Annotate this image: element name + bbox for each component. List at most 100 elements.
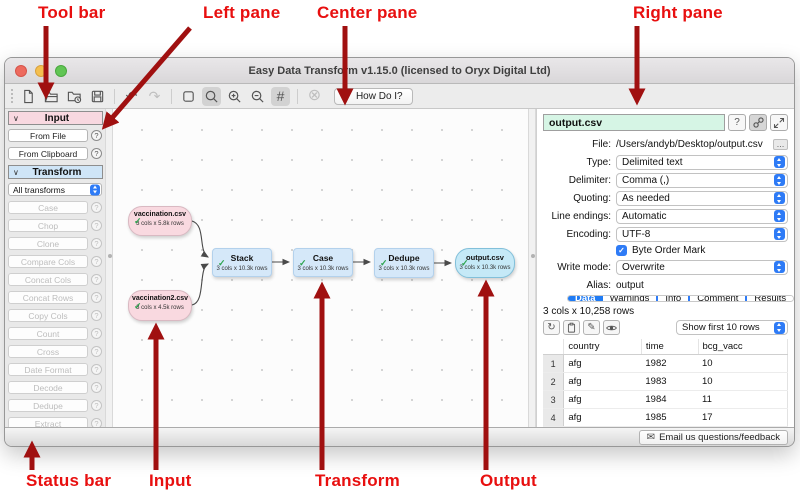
transform-button-date-format[interactable]: Date Format bbox=[8, 363, 88, 376]
column-header-time[interactable]: time bbox=[641, 339, 699, 355]
tab-warnings[interactable]: Warnings bbox=[602, 296, 657, 301]
help-icon[interactable]: ? bbox=[91, 274, 102, 285]
help-icon[interactable]: ? bbox=[91, 220, 102, 231]
left-pane-scrollbar[interactable] bbox=[105, 109, 113, 427]
transform-button-cross[interactable]: Cross bbox=[8, 345, 88, 358]
clipboard-icon[interactable] bbox=[563, 320, 580, 335]
table-row[interactable]: 3 afg 1984 11 bbox=[543, 390, 788, 409]
zoom-window-button[interactable] bbox=[55, 64, 67, 77]
column-header-country[interactable]: country bbox=[563, 339, 642, 355]
alias-value[interactable]: output bbox=[616, 279, 644, 291]
scrollbar-knob[interactable] bbox=[107, 254, 112, 258]
transform-button-concat-rows[interactable]: Concat Rows bbox=[8, 291, 88, 304]
file-label: File: bbox=[592, 138, 611, 150]
transform-filter-dropdown[interactable]: All transforms bbox=[8, 183, 102, 196]
column-header-bcg-vacc[interactable]: bcg_vacc bbox=[698, 339, 789, 355]
table-row[interactable]: 2 afg 1983 10 bbox=[543, 372, 788, 391]
transform-button-decode[interactable]: Decode bbox=[8, 381, 88, 394]
zoom-out-icon[interactable] bbox=[248, 87, 267, 106]
save-icon[interactable] bbox=[88, 87, 107, 106]
help-icon[interactable]: ? bbox=[91, 238, 102, 249]
node-input-vaccination2[interactable]: ✓ vaccination2.csv 3 cols x 4.5k rows bbox=[128, 290, 192, 321]
transform-button-compare-cols[interactable]: Compare Cols bbox=[8, 255, 88, 268]
help-icon[interactable]: ? bbox=[91, 382, 102, 393]
type-select[interactable]: Delimited text bbox=[616, 154, 788, 170]
help-icon[interactable]: ? bbox=[91, 130, 102, 141]
help-icon[interactable]: ? bbox=[91, 256, 102, 267]
show-rows-dropdown[interactable]: Show first 10 rows bbox=[676, 320, 788, 335]
result-tabs: Data Warnings Info Comment Results bbox=[567, 295, 794, 302]
tab-results[interactable]: Results bbox=[745, 296, 794, 301]
help-icon[interactable]: ? bbox=[91, 202, 102, 213]
email-feedback-button[interactable]: ✉ Email us questions/feedback bbox=[638, 429, 788, 445]
table-row[interactable]: 1 afg 1982 10 bbox=[543, 354, 788, 373]
undo-icon[interactable]: ↶ bbox=[125, 88, 138, 104]
scrollbar-knob[interactable] bbox=[530, 254, 535, 258]
help-icon[interactable]: ? bbox=[91, 292, 102, 303]
new-file-icon[interactable] bbox=[19, 87, 38, 106]
node-input-vaccination[interactable]: ✓ vaccination.csv 3 cols x 5.8k rows bbox=[128, 206, 192, 236]
open-recent-icon[interactable] bbox=[65, 87, 84, 106]
node-transform-dedupe[interactable]: ✓ Dedupe 3 cols x 10.3k rows bbox=[374, 248, 434, 278]
how-do-i-button[interactable]: ▼ How Do I? bbox=[334, 87, 413, 105]
center-pane[interactable]: ✓ vaccination.csv 3 cols x 5.8k rows ✓ v… bbox=[113, 109, 528, 427]
write-mode-select[interactable]: Overwrite bbox=[616, 259, 788, 275]
pencil-icon[interactable]: ✎ bbox=[583, 320, 600, 335]
transform-button-dedupe[interactable]: Dedupe bbox=[8, 399, 88, 412]
delimiter-select[interactable]: Comma (,) bbox=[616, 172, 788, 188]
quoting-select[interactable]: As needed bbox=[616, 190, 788, 206]
node-transform-case[interactable]: ✓ Case 3 cols x 10.3k rows bbox=[293, 248, 353, 277]
table-row[interactable]: 4 afg 1985 17 bbox=[543, 408, 788, 427]
select-tool-icon[interactable] bbox=[179, 87, 198, 106]
output-name-input[interactable]: output.csv bbox=[543, 114, 725, 131]
help-icon[interactable]: ? bbox=[91, 310, 102, 321]
line-endings-select[interactable]: Automatic bbox=[616, 208, 788, 224]
transform-button-concat-cols[interactable]: Concat Cols bbox=[8, 273, 88, 286]
node-output-csv[interactable]: ✓ output.csv 3 cols x 10.3k rows bbox=[455, 248, 515, 278]
transform-button-chop[interactable]: Chop bbox=[8, 219, 88, 232]
eye-icon[interactable] bbox=[603, 320, 620, 335]
byte-order-mark-checkbox[interactable]: ✓ bbox=[616, 245, 627, 256]
transform-section-header[interactable]: ∨ Transform bbox=[8, 165, 103, 179]
from-file-button[interactable]: From File bbox=[8, 129, 88, 142]
toolbar-drag-handle[interactable] bbox=[11, 89, 13, 103]
help-icon[interactable]: ? bbox=[728, 114, 746, 131]
help-icon[interactable]: ? bbox=[91, 400, 102, 411]
help-icon[interactable]: ? bbox=[91, 148, 102, 159]
help-icon[interactable]: ? bbox=[91, 346, 102, 357]
transform-button-extract[interactable]: Extract bbox=[8, 417, 88, 427]
encoding-label: Encoding: bbox=[566, 228, 611, 240]
window-title: Easy Data Transform v1.15.0 (licensed to… bbox=[248, 64, 551, 77]
title-bar[interactable]: Easy Data Transform v1.15.0 (licensed to… bbox=[5, 58, 794, 84]
tab-comment[interactable]: Comment bbox=[688, 296, 746, 301]
zoom-tool-icon[interactable] bbox=[202, 86, 221, 106]
right-pane: output.csv ? File: /Users/andyb/Desktop/… bbox=[536, 109, 794, 427]
center-pane-scrollbar[interactable] bbox=[528, 109, 536, 427]
tab-data[interactable]: Data bbox=[568, 296, 603, 301]
open-file-icon[interactable] bbox=[42, 87, 61, 106]
toolbar: ↶ ↷ # ⊗ ▼ How Do I? bbox=[5, 84, 794, 109]
help-icon[interactable]: ? bbox=[91, 328, 102, 339]
file-path-value[interactable]: /Users/andyb/Desktop/output.csv bbox=[616, 138, 763, 150]
refresh-icon[interactable]: ↻ bbox=[543, 320, 560, 335]
encoding-select[interactable]: UTF-8 bbox=[616, 226, 788, 242]
close-window-button[interactable] bbox=[15, 64, 27, 77]
transform-button-clone[interactable]: Clone bbox=[8, 237, 88, 250]
input-section-header[interactable]: ∨ Input bbox=[8, 111, 103, 125]
transform-button-copy-cols[interactable]: Copy Cols bbox=[8, 309, 88, 322]
expand-icon[interactable] bbox=[770, 114, 788, 131]
help-icon[interactable]: ? bbox=[91, 418, 102, 427]
browse-file-button[interactable]: … bbox=[773, 138, 788, 150]
help-icon[interactable]: ? bbox=[91, 364, 102, 375]
link-icon[interactable] bbox=[749, 114, 767, 131]
row-number-header bbox=[543, 339, 565, 355]
envelope-icon: ✉ bbox=[646, 431, 656, 443]
from-clipboard-button[interactable]: From Clipboard bbox=[8, 147, 88, 160]
transform-button-count[interactable]: Count bbox=[8, 327, 88, 340]
dropdown-stepper-icon bbox=[774, 174, 785, 186]
node-transform-stack[interactable]: ✓ Stack 3 cols x 10.3k rows bbox=[212, 248, 272, 277]
transform-button-case[interactable]: Case bbox=[8, 201, 88, 214]
zoom-in-icon[interactable] bbox=[225, 87, 244, 106]
tab-info[interactable]: Info bbox=[656, 296, 689, 301]
toggle-grid-icon[interactable]: # bbox=[271, 86, 290, 106]
